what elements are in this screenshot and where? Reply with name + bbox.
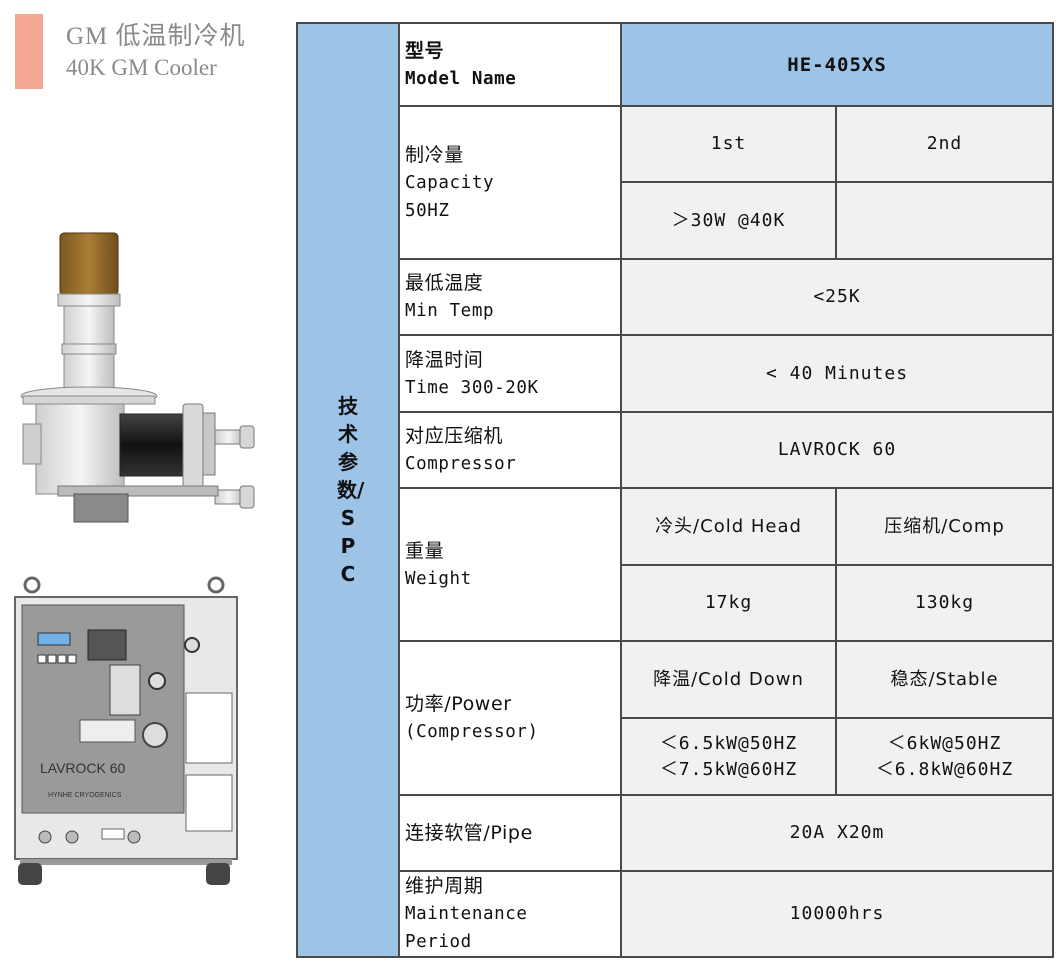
title-chinese: GM 低温制冷机 [66, 23, 246, 50]
min-temp-label-cell: 最低温度 Min Temp [398, 258, 622, 336]
min-temp-label-zh: 最低温度 [405, 272, 484, 294]
weight-compressor-header-text: 压缩机/Comp [884, 515, 1005, 537]
weight-cold-head-header-text: 冷头/Cold Head [655, 515, 802, 537]
accent-bar [15, 14, 43, 89]
pipe-label: 连接软管/Pipe [405, 821, 533, 844]
power-label-line2: (Compressor) [405, 722, 539, 742]
power-stable-header-text: 稳态/Stable [890, 668, 999, 690]
power-stable-header: 稳态/Stable [834, 640, 1055, 719]
weight-cold-head-header: 冷头/Cold Head [620, 487, 837, 566]
side-label-cell: 技术参数/SPC [296, 22, 400, 958]
power-label-line1: 功率/Power [405, 693, 512, 715]
min-temp-label-en: Min Temp [405, 301, 495, 321]
cooldown-value: < 40 Minutes [619, 334, 1055, 413]
capacity-stage-1-value: ＞30W @40K [620, 181, 837, 260]
pipe-label-cell: 连接软管/Pipe [398, 794, 622, 872]
capacity-label-zh: 制冷量 [405, 143, 464, 166]
maintenance-label-en1: Maintenance [405, 904, 528, 924]
compressor-brand-label: LAVROCK 60 [40, 760, 126, 776]
weight-label-en: Weight [405, 568, 472, 589]
power-cooldown-50hz: ＜6.5kW@50HZ [659, 732, 798, 754]
power-cooldown-header-text: 降温/Cold Down [653, 668, 804, 690]
model-value: HE-405XS [619, 22, 1055, 107]
side-label: 技术参数/SPC [337, 394, 365, 586]
power-label-cell: 功率/Power (Compressor) [398, 640, 622, 796]
weight-label-zh: 重量 [405, 539, 445, 562]
compressor-label-cell: 对应压缩机 Compressor [398, 411, 622, 489]
cooldown-label-en: Time 300-20K [405, 377, 539, 398]
maintenance-value: 10000hrs [619, 870, 1055, 958]
capacity-stage-2-value [834, 181, 1055, 260]
title-english: 40K GM Cooler [66, 55, 217, 80]
maintenance-label-en2: Period [405, 932, 472, 952]
compressor-value: LAVROCK 60 [619, 411, 1055, 489]
power-cooldown-value: ＜6.5kW@50HZ ＜7.5kW@60HZ [620, 717, 837, 796]
weight-label-cell: 重量 Weight [398, 487, 622, 642]
weight-compressor-header: 压缩机/Comp [834, 487, 1055, 566]
model-label-cell: 型号 Model Name [398, 22, 622, 107]
capacity-stage-1-header: 1st [620, 105, 837, 183]
cooldown-label-cell: 降温时间 Time 300-20K [398, 334, 622, 413]
maintenance-label-cell: 维护周期 Maintenance Period [398, 870, 622, 958]
power-cooldown-header: 降温/Cold Down [620, 640, 837, 719]
weight-cold-head-value: 17kg [620, 564, 837, 642]
capacity-stage-2-header: 2nd [834, 105, 1055, 183]
cooldown-label-zh: 降温时间 [405, 348, 484, 371]
capacity-label-cell: 制冷量 Capacity 50HZ [398, 105, 622, 260]
power-stable-50hz: ＜6kW@50HZ [887, 732, 1002, 754]
power-stable-60hz: ＜6.8kW@60HZ [875, 758, 1014, 780]
pipe-value: 20A X20m [619, 794, 1055, 872]
min-temp-value: <25K [619, 258, 1055, 336]
power-cooldown-60hz: ＜7.5kW@60HZ [659, 758, 798, 780]
capacity-label-freq: 50HZ [405, 200, 450, 221]
maintenance-label-zh: 维护周期 [405, 875, 484, 897]
model-label-en: Model Name [405, 68, 517, 89]
spec-table: 技术参数/SPC 型号 Model Name HE-405XS 制冷量 Capa… [296, 22, 1055, 958]
compressor-label-zh: 对应压缩机 [405, 425, 504, 447]
compressor-drawing: LAVROCK 60 HYNHE CRYOGENICS [14, 576, 238, 885]
weight-compressor-value: 130kg [834, 564, 1055, 642]
cold-head-illustration [20, 232, 255, 523]
model-label-zh: 型号 [405, 39, 445, 62]
capacity-label-en: Capacity [405, 172, 495, 193]
compressor-maker-label: HYNHE CRYOGENICS [48, 792, 122, 799]
power-stable-value: ＜6kW@50HZ ＜6.8kW@60HZ [834, 717, 1055, 796]
compressor-illustration: LAVROCK 60 HYNHE CRYOGENICS [10, 575, 242, 890]
compressor-label-en: Compressor [405, 454, 517, 474]
